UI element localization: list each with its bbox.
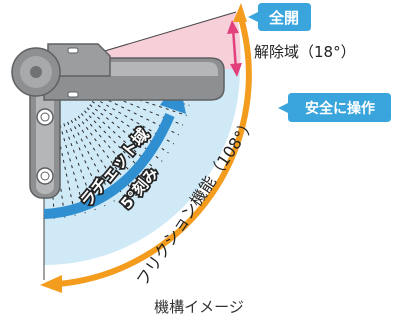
screw-upper (36, 108, 54, 126)
safe-operation-label: 安全に操作 (305, 100, 375, 117)
full-open-label: 全開 (268, 9, 299, 27)
ratchet-tick (59, 124, 86, 214)
ratchet-tick (83, 110, 149, 178)
full-open-badge: 全開 (248, 3, 311, 31)
ratchet-tick (63, 123, 96, 211)
safe-operation-badge: 安全に操作 (278, 93, 391, 122)
screw-lower (36, 167, 54, 185)
ratchet-tick (70, 119, 115, 202)
release-arrow-shaft (231, 27, 238, 71)
ratchet-arrow-band (43, 113, 175, 219)
release-zone-label: 解除域（18°） (254, 43, 356, 61)
ratchet-tick (89, 104, 163, 162)
friction-arrowhead-top (233, 3, 247, 22)
ratchet-tick (95, 93, 180, 136)
ratchet-tick (86, 107, 156, 170)
release-arrowhead-bottom (230, 63, 242, 77)
release-arrowhead-top (227, 20, 239, 34)
ratchet-tick (93, 97, 175, 145)
ratchet-tick (74, 117, 124, 197)
ratchet-tick (91, 100, 169, 154)
ratchet-tick (67, 121, 106, 207)
caption: 機構イメージ (154, 298, 244, 316)
hinge-mechanism (11, 43, 225, 199)
friction-arrowhead-bottom (40, 275, 62, 293)
ratchet-tick (80, 113, 141, 185)
friction-arc (57, 17, 252, 287)
ratchet-tick (77, 115, 133, 191)
